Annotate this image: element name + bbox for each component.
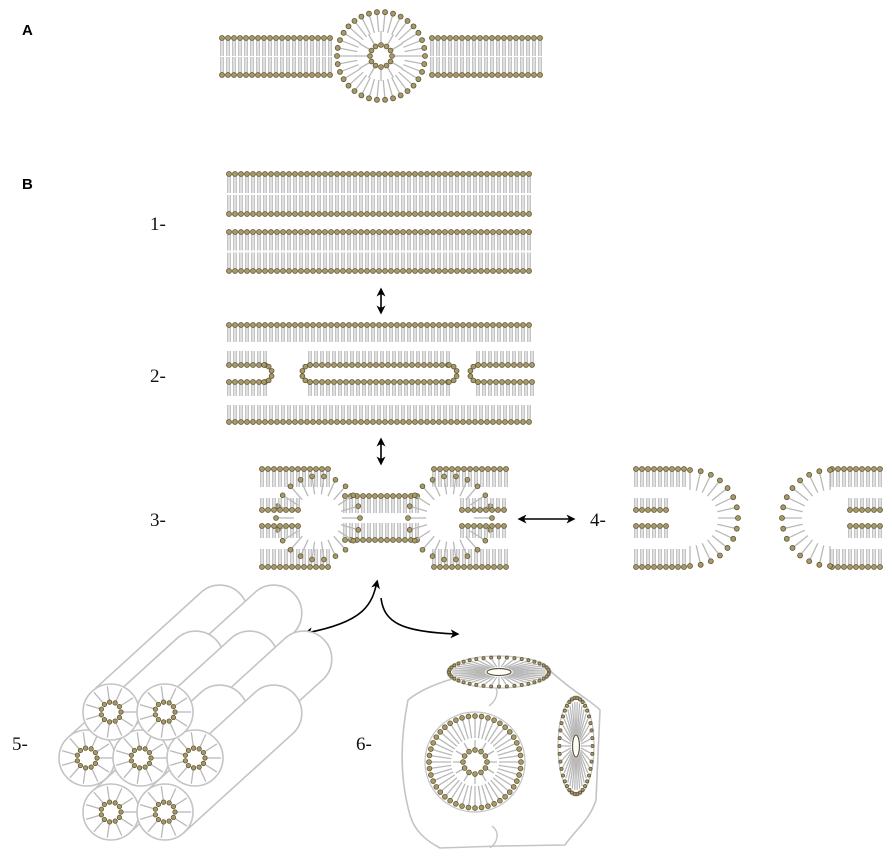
step-4-label: 4- [590, 510, 606, 531]
step-1-bilayer-bottom [226, 229, 532, 274]
step-1-bilayer-top [226, 171, 532, 217]
step-4-left-cap [633, 466, 741, 570]
step-6-cubic-phase [401, 655, 601, 849]
tube-cross-section [82, 783, 140, 841]
tube-cross-section [58, 729, 116, 787]
step-4-right-cap [779, 466, 883, 570]
tube-cross-section [82, 683, 140, 741]
panel-a-label: A [22, 22, 33, 39]
cubic-right-channel [557, 695, 595, 797]
step-6-label: 6- [356, 734, 372, 755]
panel-b-label: B [22, 176, 33, 193]
step-5-label: 5- [12, 734, 28, 755]
panel-a-pore-diagram [219, 9, 543, 103]
step-2-stalk-diagram [226, 322, 535, 425]
cubic-top-channel [446, 655, 552, 689]
tube-cross-section [136, 783, 194, 841]
step-1-label: 1- [150, 214, 166, 235]
step-3-label: 3- [150, 510, 166, 531]
step-2-label: 2- [150, 366, 166, 387]
arrow-3-to-5 [303, 579, 380, 637]
arrow-3-to-6 [380, 597, 460, 639]
cubic-front-channel [424, 711, 526, 813]
tube-cross-section [166, 729, 224, 787]
tube-cross-section [136, 683, 194, 741]
step-3-intermediate-diagram [259, 466, 509, 570]
